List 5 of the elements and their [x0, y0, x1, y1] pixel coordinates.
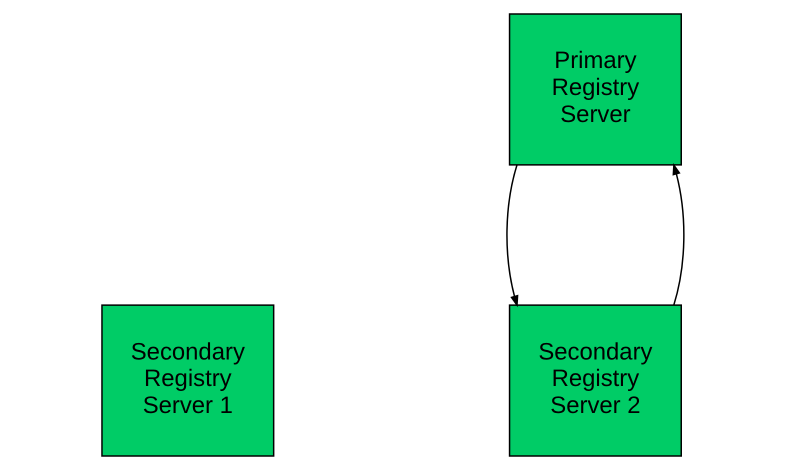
node-box: Secondary Registry Server 1 [100, 304, 274, 457]
node-box: Primary Registry Server [508, 13, 682, 166]
node-box: Secondary Registry Server 2 [508, 304, 682, 457]
arrow [672, 162, 684, 306]
arrow [506, 164, 518, 308]
